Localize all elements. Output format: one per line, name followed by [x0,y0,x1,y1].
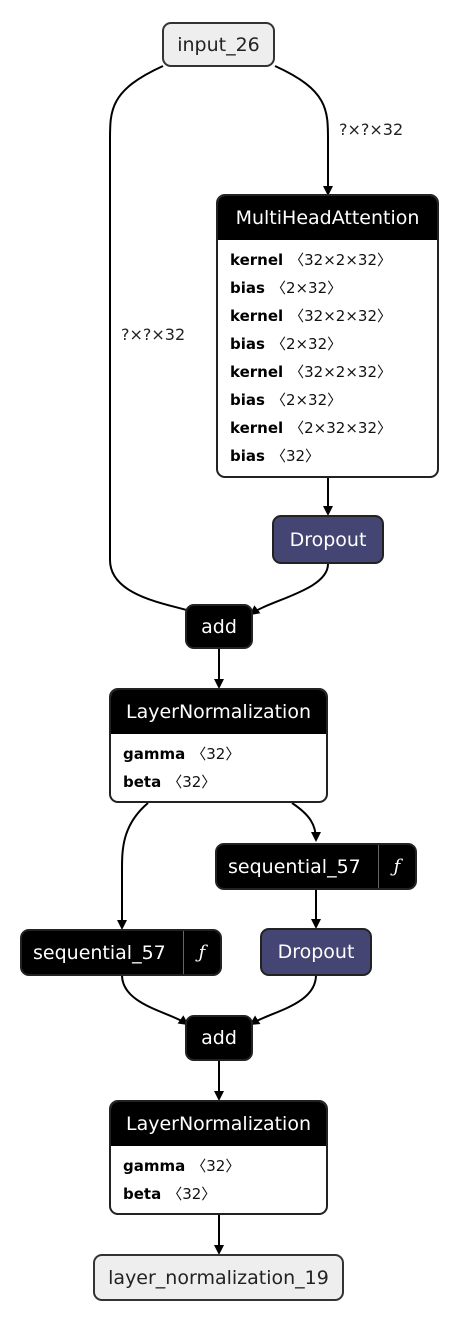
sequential-label: sequential_57 [33,941,166,964]
attr-name: beta [123,1185,162,1203]
attr-row: kernel 〈2×32×32〉 [230,414,427,442]
attr-shape: 〈32〉 [167,773,217,791]
attr-row: bias 〈32〉 [230,442,427,470]
attr-shape: 〈32×2×32〉 [289,363,392,381]
attr-row: kernel 〈32×2×32〉 [230,358,427,386]
attr-shape: 〈2×32〉 [270,391,343,409]
attr-shape: 〈2×32×32〉 [289,419,392,437]
function-icon: ƒ [183,931,220,974]
attr-name: bias [230,447,265,465]
layer-normalization-attrs: gamma 〈32〉 beta 〈32〉 [111,1146,326,1208]
attr-row: gamma 〈32〉 [123,1152,316,1180]
edge-input-to-mha [274,65,333,196]
attr-row: bias 〈2×32〉 [230,386,427,414]
attr-name: gamma [123,745,186,763]
attr-shape: 〈32〉 [167,1185,217,1203]
layer-normalization-attrs: gamma 〈32〉 beta 〈32〉 [111,734,326,796]
attr-shape: 〈32〉 [191,745,241,763]
attr-name: bias [230,391,265,409]
attr-shape: 〈32〉 [270,447,321,465]
attr-name: kernel [230,251,284,269]
attr-name: kernel [230,419,284,437]
attr-shape: 〈32×2×32〉 [289,307,392,325]
multihead-attention-attrs: kernel 〈32×2×32〉 bias 〈2×32〉 kernel 〈32×2×3… [218,240,437,470]
edge-label-left: ?×?×32 [121,325,186,344]
attr-row: beta 〈32〉 [123,768,316,796]
multihead-attention-title: MultiHeadAttention [218,196,437,240]
output-node[interactable]: layer_normalization_19 [93,1254,344,1301]
attr-name: gamma [123,1157,186,1175]
layer-normalization-node-2[interactable]: LayerNormalization gamma 〈32〉 beta 〈32〉 [109,1100,328,1215]
attr-shape: 〈32〉 [191,1157,241,1175]
attr-name: bias [230,279,265,297]
add-node-2[interactable]: add [185,1015,253,1061]
function-icon: ƒ [378,845,415,888]
edge-layernorm-to-seq-right [291,802,321,842]
attr-name: bias [230,335,265,353]
attr-row: gamma 〈32〉 [123,740,316,768]
attr-name: kernel [230,363,284,381]
add-node[interactable]: add [185,604,253,649]
edge-label-right: ?×?×32 [339,120,404,139]
attr-shape: 〈2×32〉 [270,335,343,353]
attr-row: kernel 〈32×2×32〉 [230,246,427,274]
layer-normalization-title: LayerNormalization [111,1102,326,1146]
attr-name: kernel [230,307,284,325]
dropout-node-2[interactable]: Dropout [260,928,372,976]
attr-row: bias 〈2×32〉 [230,274,427,302]
attr-row: beta 〈32〉 [123,1180,316,1208]
attr-shape: 〈2×32〉 [270,279,343,297]
sequential-node-left[interactable]: sequential_57 ƒ [20,929,222,976]
layer-normalization-title: LayerNormalization [111,690,326,734]
edge-layernorm-to-seq-left [117,802,149,930]
edge-input-to-add [109,65,200,615]
edge-dropout-to-add [249,563,329,616]
layer-normalization-node[interactable]: LayerNormalization gamma 〈32〉 beta 〈32〉 [109,688,328,803]
sequential-label: sequential_57 [228,855,361,878]
multihead-attention-node[interactable]: MultiHeadAttention kernel 〈32×2×32〉 bias 〈… [216,194,439,478]
sequential-node-right[interactable]: sequential_57 ƒ [215,843,417,890]
attr-name: beta [123,773,162,791]
input-node[interactable]: input_26 [162,22,275,67]
edge-seq-left-to-add [121,974,189,1026]
edge-dropout-to-add2 [249,974,317,1026]
attr-row: bias 〈2×32〉 [230,330,427,358]
attr-shape: 〈32×2×32〉 [289,251,392,269]
dropout-node[interactable]: Dropout [272,515,384,564]
attr-row: kernel 〈32×2×32〉 [230,302,427,330]
